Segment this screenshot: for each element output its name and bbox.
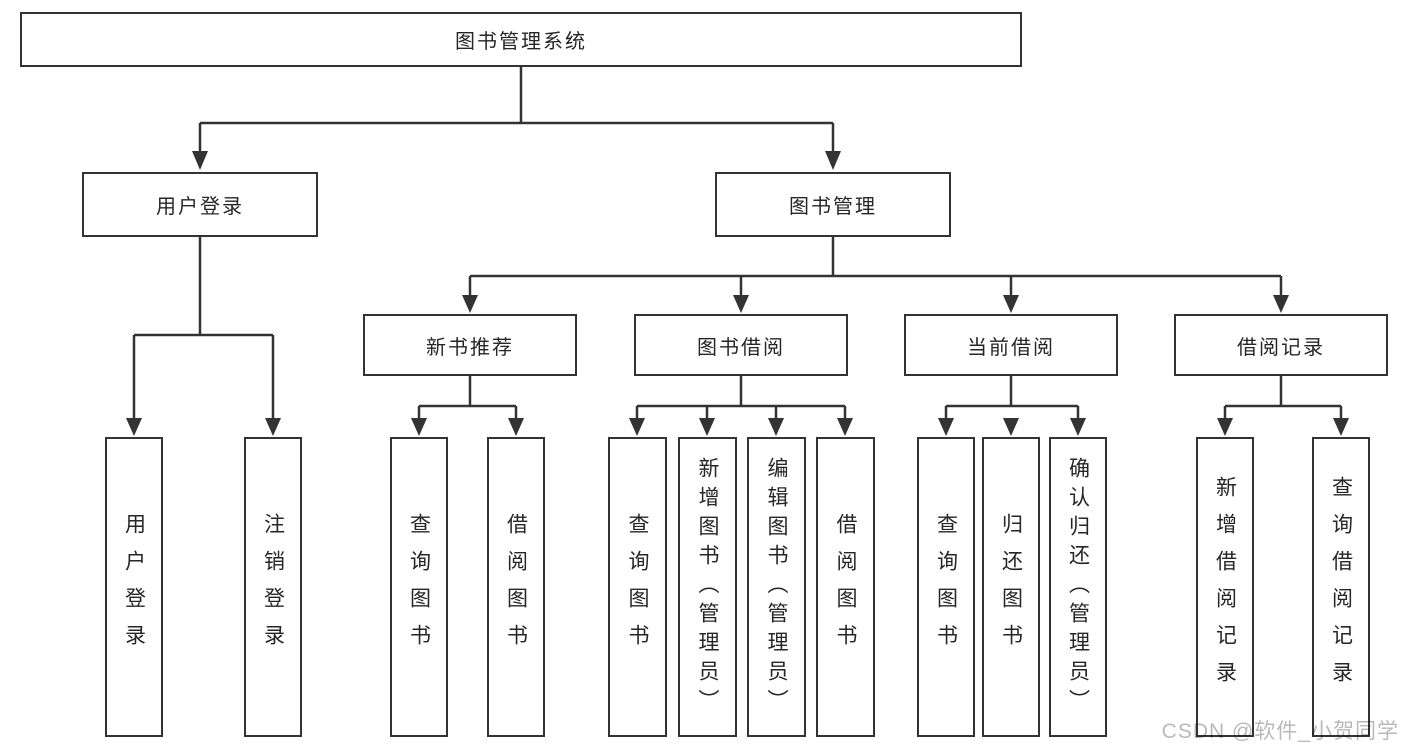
csdn-watermark: CSDN @软件_小贺同学 <box>1161 720 1399 743</box>
node-book-management-label: 图书管理 <box>789 196 877 218</box>
leaf-label: 借阅图书 <box>834 513 857 661</box>
leaf-borrow-books: 借阅图书 <box>816 437 875 737</box>
leaf-logout: 注销登录 <box>244 437 302 737</box>
leaf-add-books-admin: 新增图书（管理员） <box>678 437 737 737</box>
node-user-login-label: 用户登录 <box>156 196 244 218</box>
node-user-login: 用户登录 <box>82 172 318 237</box>
leaf-add-borrow-record: 新增借阅记录 <box>1196 437 1254 737</box>
node-borrowing-records-label: 借阅记录 <box>1237 336 1325 359</box>
leaf-query-borrow-record: 查询借阅记录 <box>1312 437 1370 737</box>
node-current-borrowing-label: 当前借阅 <box>967 336 1055 359</box>
leaf-label: 查询借阅记录 <box>1329 476 1353 698</box>
leaf-label: 查询图书 <box>407 513 431 661</box>
leaf-label: 编辑图书（管理员） <box>765 456 788 718</box>
leaf-label: 确认归还（管理员） <box>1066 456 1090 718</box>
node-book-management: 图书管理 <box>715 172 951 237</box>
leaf-label: 新增图书（管理员） <box>696 456 719 718</box>
leaf-label: 用户登录 <box>122 513 146 661</box>
leaf-borrow-books-recommend: 借阅图书 <box>487 437 545 737</box>
node-book-borrowing-label: 图书借阅 <box>697 336 785 359</box>
leaf-label: 查询图书 <box>934 513 958 661</box>
leaf-query-books-current: 查询图书 <box>917 437 975 737</box>
node-root: 图书管理系统 <box>20 12 1022 67</box>
node-current-borrowing: 当前借阅 <box>904 314 1118 376</box>
leaf-label: 注销登录 <box>261 513 285 661</box>
node-borrowing-records: 借阅记录 <box>1174 314 1388 376</box>
leaf-edit-books-admin: 编辑图书（管理员） <box>747 437 806 737</box>
leaf-label: 查询图书 <box>626 513 649 661</box>
leaf-return-books: 归还图书 <box>982 437 1040 737</box>
leaf-label: 新增借阅记录 <box>1213 476 1237 698</box>
leaf-query-books-borrow: 查询图书 <box>608 437 667 737</box>
leaf-label: 借阅图书 <box>504 513 528 661</box>
leaf-confirm-return-admin: 确认归还（管理员） <box>1049 437 1107 737</box>
leaf-query-books-recommend: 查询图书 <box>390 437 448 737</box>
node-new-book-recommendation-label: 新书推荐 <box>426 336 514 359</box>
leaf-user-login: 用户登录 <box>105 437 163 737</box>
leaf-label: 归还图书 <box>999 513 1023 661</box>
node-root-label: 图书管理系统 <box>455 31 587 53</box>
node-book-borrowing: 图书借阅 <box>634 314 848 376</box>
node-new-book-recommendation: 新书推荐 <box>363 314 577 376</box>
